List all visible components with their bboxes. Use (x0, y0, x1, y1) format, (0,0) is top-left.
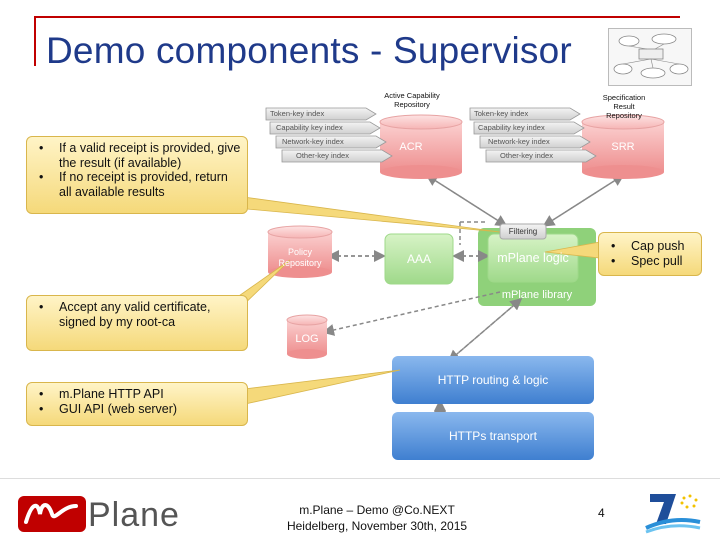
mplane-logo-mark (18, 496, 86, 532)
api-callout-item: GUI API (web server) (39, 402, 241, 417)
filtering-label: Filtering (508, 227, 538, 236)
https-transport-box (392, 412, 594, 460)
srr-caption-line-1: Specification (602, 93, 646, 102)
receipt-callout: If a valid receipt is provided, give the… (26, 136, 248, 214)
api-callout: m.Plane HTTP API GUI API (web server) (26, 382, 248, 426)
footer-line-1: m.Plane – Demo @Co.NEXT (299, 503, 455, 517)
http-routing-box (392, 356, 594, 404)
page-number: 4 (598, 506, 605, 520)
acr-index-token: Token-key index (270, 109, 325, 118)
aaa-label: AAA (406, 252, 431, 266)
architecture-thumbnail (608, 28, 692, 86)
http-routing-label: HTTP routing & logic (437, 373, 549, 387)
srr-index-network: Network-key index (488, 137, 550, 146)
slide-title: Demo components - Supervisor (46, 30, 572, 71)
srr-index-capability: Capability key index (478, 123, 545, 132)
policy-repository (267, 225, 333, 278)
srr-caption: Specification Result Repository (596, 93, 652, 120)
fp7-logo-graphic (645, 494, 701, 534)
footer-text: m.Plane – Demo @Co.NEXT Heidelberg, Nove… (262, 502, 492, 534)
srr-caption-line-2: Result (613, 102, 635, 111)
srr-repository (581, 114, 665, 179)
push-pull-callout: Cap push Spec pull (598, 232, 702, 276)
acr-index-network: Network-key index (282, 137, 344, 146)
srr-label: SRR (611, 141, 635, 153)
acr-caption-line-1: Active Capability (384, 91, 440, 100)
mplane-library-label: mPlane library (501, 289, 573, 301)
https-transport-label: HTTPs transport (448, 429, 538, 443)
policy-label-line-1: Policy (287, 247, 312, 257)
footer-divider (0, 478, 720, 479)
certificate-callout: Accept any valid certificate, signed by … (26, 295, 248, 351)
receipt-callout-item: If no receipt is provided, return all av… (39, 170, 241, 199)
title-frame-left (34, 16, 36, 66)
policy-repository-label: Policy Repository (268, 247, 332, 269)
mplane-logo-text: Plane (88, 496, 180, 534)
policy-label-line-2: Repository (278, 258, 322, 268)
certificate-callout-item: Accept any valid certificate, signed by … (39, 300, 241, 329)
fp7-logo (640, 488, 704, 541)
srr-index-token: Token-key index (474, 109, 529, 118)
acr-label: ACR (399, 141, 423, 153)
title-frame-top (34, 16, 680, 18)
architecture-thumbnail-graphic (613, 33, 689, 79)
acr-caption: Active Capability Repository (372, 91, 452, 109)
footer-line-2: Heidelberg, November 30th, 2015 (286, 519, 468, 533)
log-repository (286, 314, 328, 359)
receipt-callout-item: If a valid receipt is provided, give the… (39, 141, 241, 170)
srr-caption-line-3: Repository (606, 111, 642, 120)
log-label: LOG (295, 333, 319, 345)
aaa-box (384, 233, 454, 285)
acr-index-other: Other-key index (296, 151, 349, 160)
srr-index-other: Other-key index (500, 151, 553, 160)
acr-index-capability: Capability key index (276, 123, 343, 132)
api-callout-item: m.Plane HTTP API (39, 387, 241, 402)
mplane-logic-label: mPlane logic (497, 251, 569, 265)
acr-repository (379, 114, 463, 179)
acr-caption-line-2: Repository (394, 100, 430, 109)
filtering-box (499, 223, 547, 240)
push-pull-callout-item: Cap push (611, 239, 695, 254)
mplane-logo (18, 496, 86, 537)
push-pull-callout-item: Spec pull (611, 254, 695, 269)
